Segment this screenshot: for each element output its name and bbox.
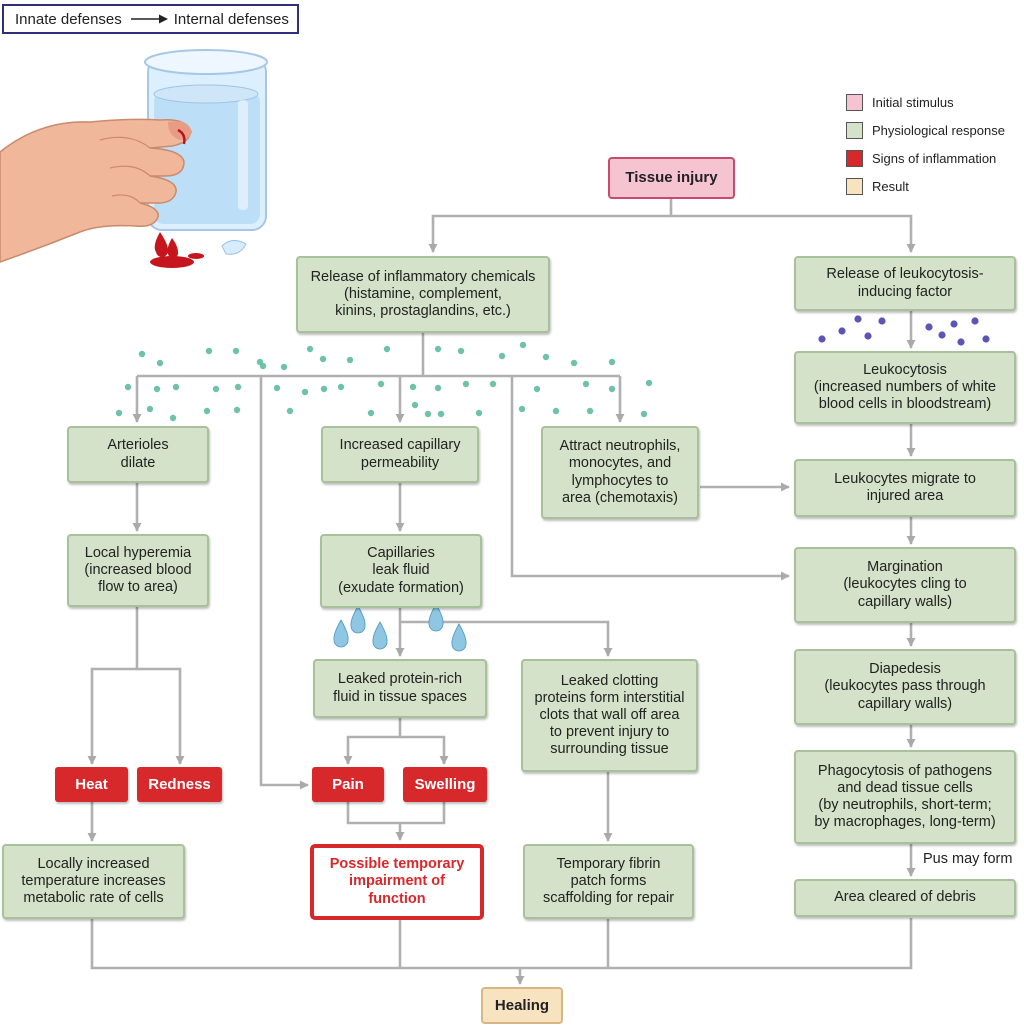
node-healing: Healing — [481, 987, 563, 1024]
node-possible-impairment: Possible temporary impairment of functio… — [310, 844, 484, 920]
arrow-right-icon — [130, 14, 168, 24]
legend-label: Signs of inflammation — [872, 150, 997, 166]
node-leukocytes-migrate: Leukocytes migrate to injured area — [794, 459, 1016, 517]
node-tissue-injury: Tissue injury — [608, 157, 735, 199]
legend-swatch — [846, 121, 863, 139]
legend-label: Result — [872, 178, 909, 194]
node-leukocytosis: Leukocytosis (increased numbers of white… — [794, 351, 1016, 424]
sign-heat: Heat — [55, 767, 128, 802]
legend-item: Result — [846, 172, 1005, 200]
pus-note: Pus may form — [923, 851, 1013, 867]
legend-swatch — [846, 149, 863, 167]
node-temporary-fibrin-patch: Temporary fibrin patch forms scaffolding… — [523, 844, 694, 919]
node-attract-neutrophils: Attract neutrophils, monocytes, and lymp… — [541, 426, 699, 519]
node-leaked-protein-fluid: Leaked protein-rich fluid in tissue spac… — [313, 659, 487, 718]
legend-label: Initial stimulus — [872, 94, 954, 110]
cut-finger-beaker-illustration — [0, 49, 268, 268]
header-to-label: Internal defenses — [173, 10, 289, 28]
node-diapedesis: Diapedesis (leukocytes pass through capi… — [794, 649, 1016, 725]
node-release-leukocytosis-factor: Release of leukocytosis- inducing factor — [794, 256, 1016, 311]
node-local-hyperemia: Local hyperemia (increased blood flow to… — [67, 534, 209, 607]
node-locally-increased-temperature: Locally increased temperature increases … — [2, 844, 185, 919]
sign-swelling: Swelling — [403, 767, 487, 802]
legend: Initial stimulus Physiological response … — [846, 88, 1005, 200]
node-arterioles-dilate: Arterioles dilate — [67, 426, 209, 483]
sign-pain: Pain — [312, 767, 384, 802]
legend-item: Signs of inflammation — [846, 144, 1005, 172]
legend-item: Initial stimulus — [846, 88, 1005, 116]
legend-item: Physiological response — [846, 116, 1005, 144]
legend-swatch — [846, 177, 863, 195]
node-release-inflammatory-chemicals: Release of inflammatory chemicals (hista… — [296, 256, 550, 333]
node-margination: Margination (leukocytes cling to capilla… — [794, 547, 1016, 623]
header-from-label: Innate defenses — [15, 10, 122, 28]
node-increased-capillary-permeability: Increased capillary permeability — [321, 426, 479, 483]
node-capillaries-leak-fluid: Capillaries leak fluid (exudate formatio… — [320, 534, 482, 608]
sign-redness: Redness — [137, 767, 222, 802]
legend-label: Physiological response — [872, 122, 1005, 138]
node-phagocytosis: Phagocytosis of pathogens and dead tissu… — [794, 750, 1016, 844]
section-header: Innate defenses Internal defenses — [2, 4, 299, 34]
legend-swatch — [846, 93, 863, 111]
node-area-cleared: Area cleared of debris — [794, 879, 1016, 917]
node-leaked-clotting-proteins: Leaked clotting proteins form interstiti… — [521, 659, 698, 772]
